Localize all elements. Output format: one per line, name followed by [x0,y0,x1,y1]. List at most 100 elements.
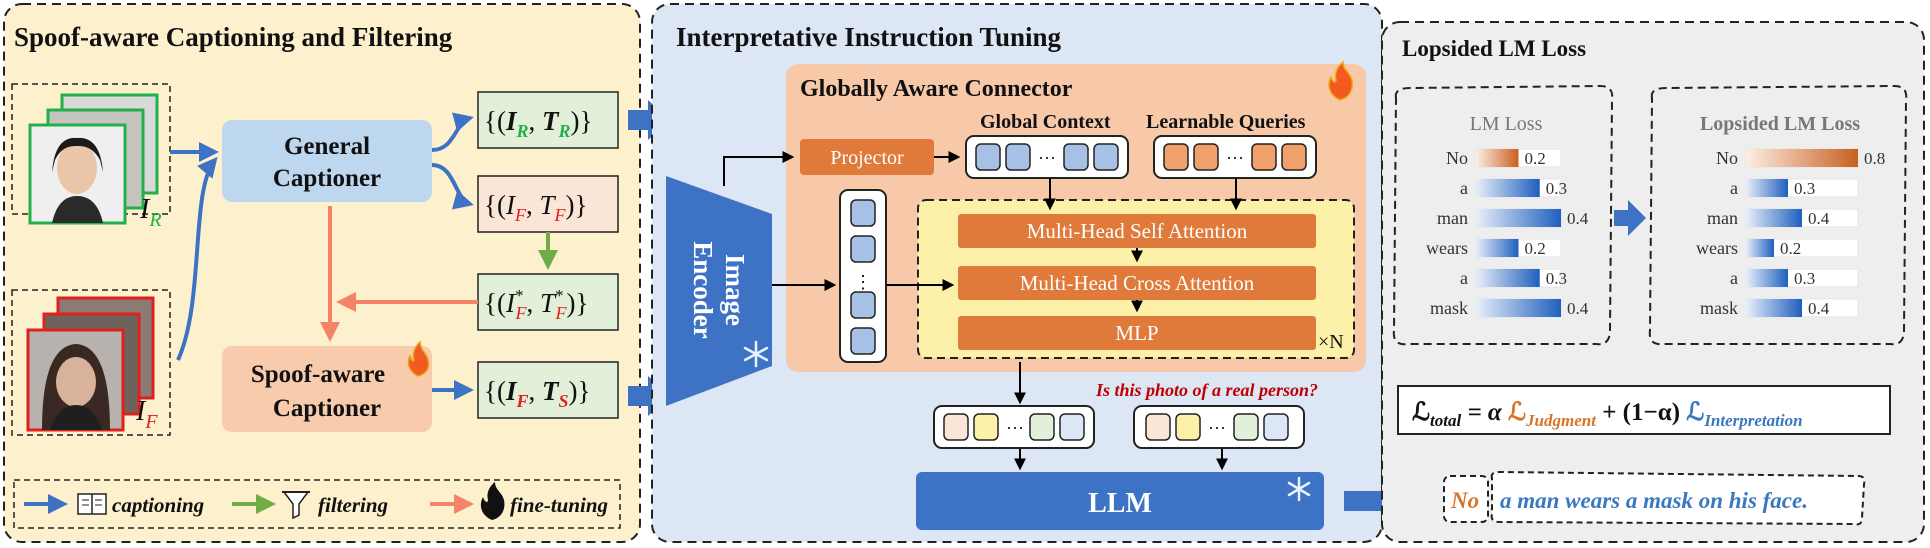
svg-text:{(IF, TF)}: {(IF, TF)} [484,190,587,225]
panel-title-left: Spoof-aware Captioning and Filtering [14,22,453,52]
general-captioner-line1: General [284,133,370,160]
lm-loss-value-label: 0.4 [1567,299,1589,318]
lm-loss-value-label: 0.2 [1525,149,1546,168]
lm-loss-token-label: man [1437,208,1468,228]
learnable-queries-label: Learnable Queries [1146,111,1306,133]
real-faces-group: IR [11,83,171,231]
left-flow-arrows [170,112,558,400]
loss-formula: ℒtotal = α ℒJudgment + (1−α) ℒInterpreta… [1397,385,1891,435]
transfer-arrow-upper [628,100,670,140]
encoder-label-image: Image [720,254,750,326]
pair-real: {(IR, TR)} [477,91,619,149]
svg-text:{(I*F, T*F)}: {(I*F, T*F)} [484,286,588,323]
panel-title-right: Lopsided LM Loss [1402,36,1586,61]
lm-loss-value-label: 0.3 [1546,179,1567,198]
lopsided-loss-token-label: No [1716,148,1738,168]
lm-loss-token-label: wears [1426,238,1468,258]
llm-input-tokens-visual: ··· [933,405,1095,449]
lopsided-loss-token-label: a [1730,178,1738,198]
legend: captioning filtering fine-tuning [13,479,621,529]
spoof-aware-captioner: Spoof-aware Captioner [222,340,432,432]
svg-text:Multi-Head Self Attention: Multi-Head Self Attention [1027,219,1248,243]
lopsided-loss-token-label: mask [1700,298,1738,318]
pair-spoof: {(IF, TS)} [477,361,619,419]
self-attention-block: Multi-Head Self Attention [958,214,1316,248]
spoof-captioner-line1: Spoof-aware [251,361,385,388]
svg-text:···: ··· [1226,148,1244,168]
fake-label-sub: F [144,411,158,433]
lm-loss-bar [1476,149,1519,167]
output-judgment: No [1450,488,1479,513]
svg-text:···: ··· [1208,418,1226,438]
svg-text:{(IR, TR)}: {(IR, TR)} [484,106,592,141]
cross-attention-block: Multi-Head Cross Attention [958,266,1316,300]
lm-loss-value-label: 0.3 [1546,269,1567,288]
lm-loss-bar [1476,239,1519,257]
panel-title-middle: Interpretative Instruction Tuning [676,22,1062,52]
projector-block: Projector [800,139,934,175]
panel-instruction-tuning: Interpretative Instruction Tuning Global… [651,3,1383,543]
connector-arrows [723,151,1242,471]
lm-loss-title: LM Loss [1470,113,1543,135]
svg-text:···: ··· [1006,418,1024,438]
llm-block: LLM [916,472,1324,530]
filter-icon [282,491,310,520]
fire-icon [407,340,430,377]
projector-label: Projector [830,147,904,169]
repeat-label: ×N [1318,331,1344,353]
svg-text:{(IF, TS)}: {(IF, TS)} [484,376,590,411]
global-context-tokens: ··· [965,135,1129,179]
svg-text:IF: IF [135,396,158,433]
lopsided-loss-bar [1746,239,1774,257]
lopsided-loss-value-label: 0.3 [1794,269,1815,288]
visual-token-column: ⋮ [839,189,887,363]
output-interpretation: a man wears a mask on his face. [1500,488,1808,513]
lopsided-loss-value-label: 0.2 [1780,239,1801,258]
svg-text:IR: IR [139,194,162,231]
lopsided-loss-token-label: a [1730,268,1738,288]
legend-fine-tuning: fine-tuning [510,493,608,517]
model-output: No a man wears a mask on his face. [1443,470,1866,526]
connector-fire-icon [1328,60,1354,101]
pair-fake: {(IF, TF)} [477,175,619,233]
legend-captioning: captioning [112,493,204,517]
svg-text:ℒtotal = α ℒJudgment + (1−α) ℒ: ℒtotal = α ℒJudgment + (1−α) ℒInterpreta… [1412,399,1803,430]
llm-input-tokens-text: ··· [1133,405,1305,449]
lopsided-loss-token-label: wears [1696,238,1738,258]
lopsided-loss-token-label: man [1707,208,1738,228]
snowflake-icon [743,340,769,368]
lm-loss-value-label: 0.2 [1525,239,1546,258]
general-captioner-line2: Captioner [273,165,381,192]
pair-filtered: {(I*F, T*F)} [477,273,619,331]
real-label: I [139,194,151,225]
panel-captioning-filtering: Spoof-aware Captioning and Filtering IR … [3,3,641,543]
lopsided-loss-value-label: 0.4 [1808,209,1830,228]
instruction-question: Is this photo of a real person? [1095,380,1318,400]
flame-icon [480,482,505,520]
legend-filtering: filtering [318,493,388,517]
lopsided-loss-title: Lopsided LM Loss [1700,113,1860,135]
fake-label: I [135,396,147,427]
global-context-label: Global Context [980,111,1111,133]
real-label-sub: R [148,209,161,231]
panel-lopsided-loss: Lopsided LM Loss LM Loss Lopsided LM Los… [1381,21,1925,543]
lm-loss-bar [1476,269,1540,287]
lm-loss-bar [1476,179,1540,197]
lm-loss-token-label: mask [1430,298,1468,318]
general-captioner: General Captioner [222,120,432,202]
book-icon [77,493,107,515]
svg-text:MLP: MLP [1115,321,1158,345]
lopsided-loss-value-label: 0.8 [1864,149,1885,168]
spoof-captioner-line2: Captioner [273,395,381,422]
mlp-block: MLP [958,316,1316,350]
learnable-query-tokens: ··· [1153,135,1317,179]
lm-loss-token-label: a [1460,268,1468,288]
image-encoder: Image Encoder [666,176,772,406]
lopsided-loss-bar [1746,149,1858,167]
loss-transform-arrow [1614,200,1646,236]
llm-snowflake-icon [1287,476,1311,502]
transfer-arrow-lower [628,376,670,416]
connector-title: Globally Aware Connector [800,76,1073,102]
